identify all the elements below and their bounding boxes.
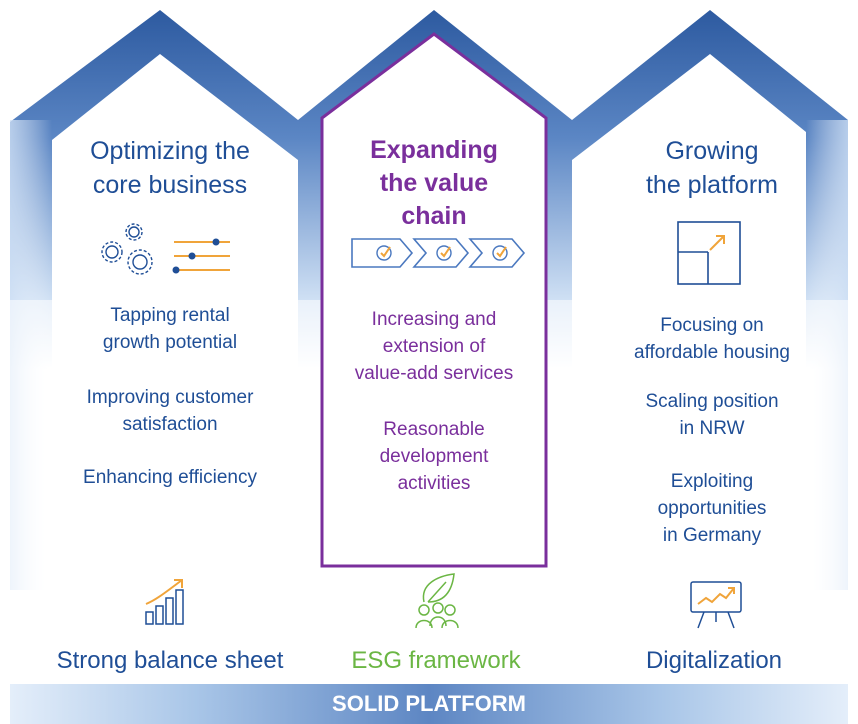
pillar-label-esg: ESG framework <box>351 647 521 674</box>
growth-frame-icon <box>677 221 741 285</box>
leaf-people-icon <box>415 573 459 629</box>
pillar-label-balance-sheet: Strong balance sheet <box>56 647 284 674</box>
center-column-title: Expanding the value chain <box>370 136 498 230</box>
gears-settings-icon <box>101 223 230 275</box>
right-column-title: Growing the platform <box>645 137 778 199</box>
pillar-label-digitalization: Digitalization <box>645 647 783 674</box>
bar-growth-icon <box>145 579 184 625</box>
center-house-frame <box>320 32 548 568</box>
value-chain-arrows-icon <box>351 238 526 268</box>
left-column-title: Optimizing the core business <box>90 137 250 199</box>
presentation-chart-icon <box>690 581 742 629</box>
left-item-3: Enhancing efficiency <box>83 467 257 488</box>
solid-platform-bar: SOLID PLATFORM <box>10 684 848 724</box>
